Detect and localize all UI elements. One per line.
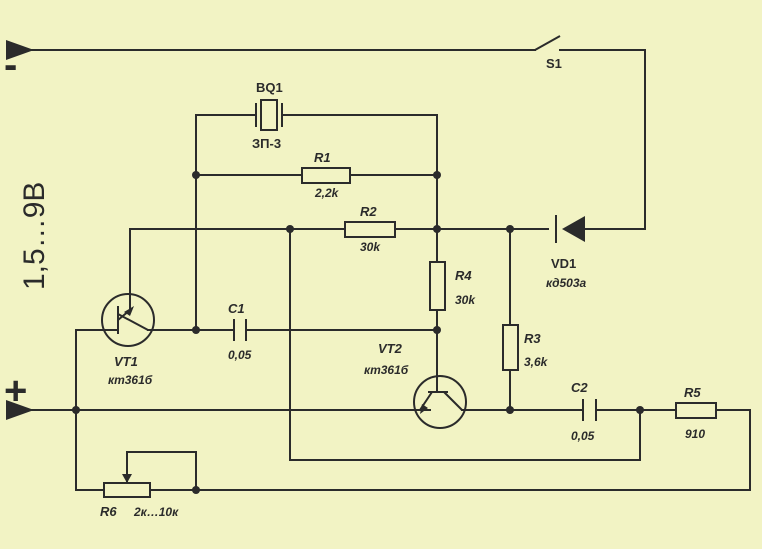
r6-value: 2к…10к <box>133 505 179 519</box>
r6-wiper-wire <box>126 451 197 491</box>
plus-sign: + <box>4 369 27 413</box>
junction-dot <box>433 326 441 334</box>
vt2-transistor <box>413 375 467 429</box>
junction-dot <box>286 225 294 233</box>
junction-dot <box>192 486 200 494</box>
vt1-value: кт361б <box>108 373 153 387</box>
r1-ref: R1 <box>314 150 331 165</box>
wires <box>29 49 751 491</box>
crystal-left-wire <box>195 114 256 331</box>
r6-ref: R6 <box>100 504 117 519</box>
s1-switch-blade <box>534 35 561 51</box>
r4-ref: R4 <box>455 268 472 283</box>
minus-sign: - <box>4 43 17 87</box>
r3-value: 3,6k <box>524 355 549 369</box>
vt1-emitter-wire <box>75 329 104 411</box>
r6-left-wire <box>75 409 105 491</box>
r1-value: 2,2k <box>314 186 340 200</box>
r6-potentiometer <box>103 474 151 498</box>
vd1-ref: VD1 <box>551 256 576 271</box>
vt1-transistor <box>101 293 155 347</box>
r2-bottom-loop-wire <box>289 228 641 461</box>
c1-value: 0,05 <box>228 348 252 362</box>
junction-dot <box>636 406 644 414</box>
vd1-value: кд503а <box>546 276 587 290</box>
r2-resistor <box>344 221 396 238</box>
vt2-ref: VT2 <box>378 341 403 356</box>
junction-dot <box>506 225 514 233</box>
vt1-collector-wire <box>129 228 346 311</box>
r3-resistor <box>502 324 519 371</box>
r4-value: 30k <box>455 293 476 307</box>
c1-ref: C1 <box>228 301 245 316</box>
bq1-crystal <box>255 99 283 131</box>
junction-dot <box>72 406 80 414</box>
junction-dot <box>192 326 200 334</box>
r2-value: 30k <box>360 240 381 254</box>
junction-dot <box>433 225 441 233</box>
c2-value: 0,05 <box>571 429 595 443</box>
bq1-ref: BQ1 <box>256 80 283 95</box>
s1-ref: S1 <box>546 56 562 71</box>
supply-voltage-label: 1,5…9В <box>18 182 51 290</box>
junction-dot <box>506 406 514 414</box>
junction-dot <box>192 171 200 179</box>
r5-resistor <box>675 402 717 419</box>
switch-to-diode-wire <box>559 49 646 230</box>
r5-ref: R5 <box>684 385 701 400</box>
r5-value: 910 <box>685 427 705 441</box>
c2-capacitor <box>582 399 597 421</box>
r4-resistor <box>429 261 446 311</box>
r2-ref: R2 <box>360 204 377 219</box>
bq1-value: ЗП-3 <box>252 136 281 151</box>
junction-dot <box>433 171 441 179</box>
r3-ref: R3 <box>524 331 541 346</box>
vt1-ref: VT1 <box>114 354 138 369</box>
r1-resistor <box>301 167 351 184</box>
r5-return-wire <box>195 409 751 491</box>
vd1-diode <box>555 215 585 243</box>
c2-ref: C2 <box>571 380 588 395</box>
junctions <box>72 171 644 494</box>
vt2-value: кт361б <box>364 363 409 377</box>
c1-capacitor <box>233 319 247 341</box>
